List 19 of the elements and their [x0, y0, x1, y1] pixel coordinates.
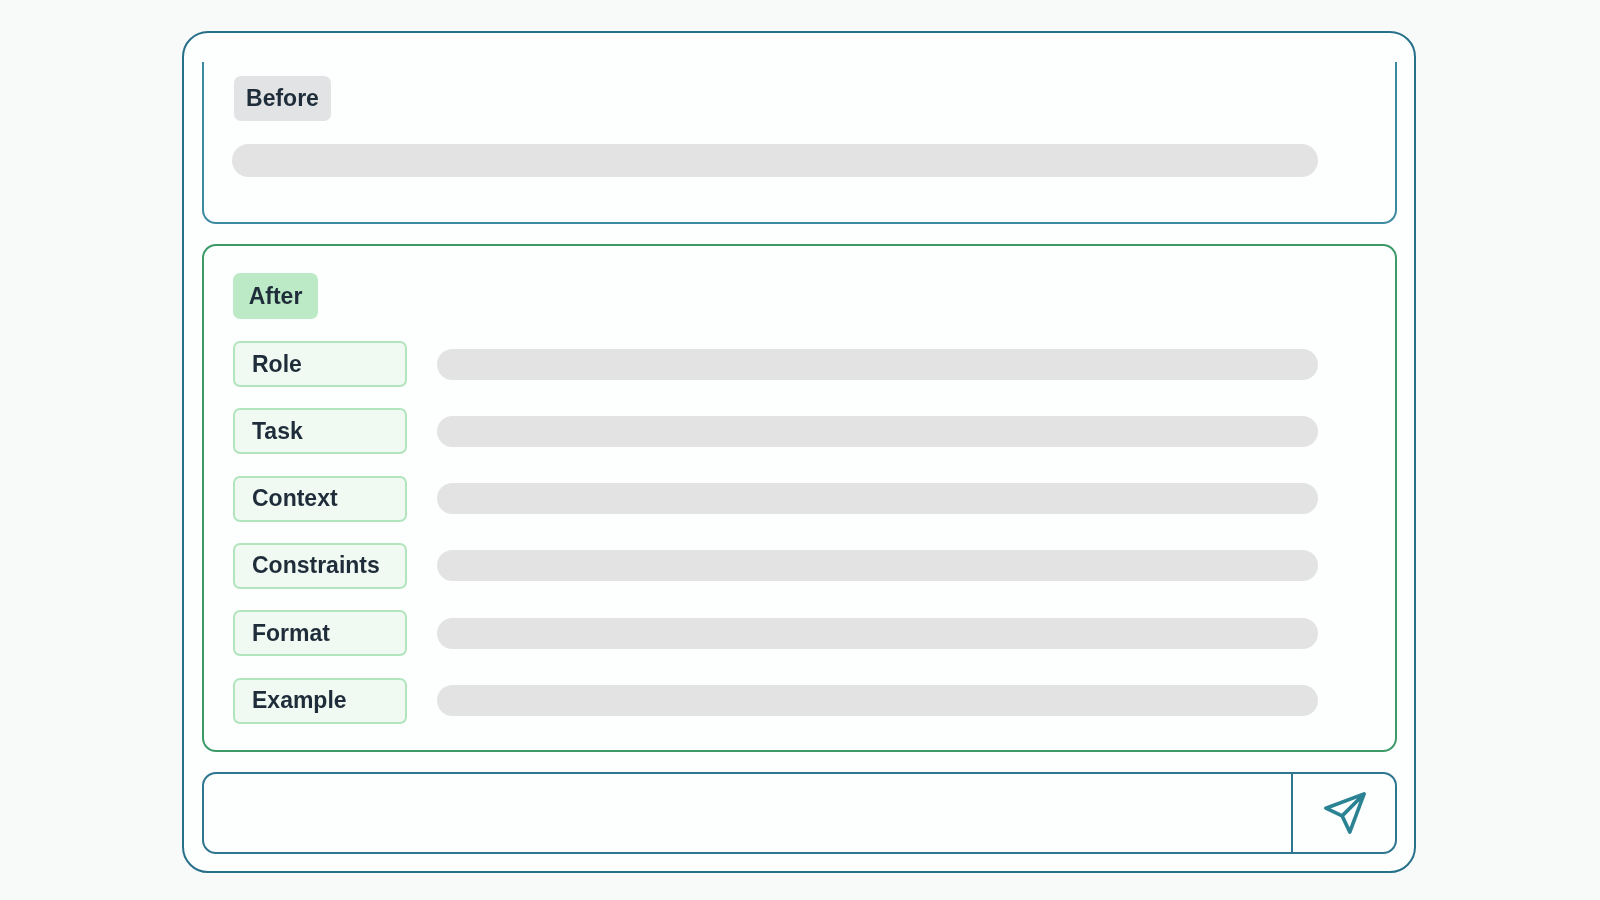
heading-tag: Before: [234, 76, 331, 121]
placeholder-bar: [437, 617, 1318, 649]
section-tag: Role: [233, 341, 407, 387]
prompt-panel: [202, 244, 1397, 752]
section-tag: Constraints: [233, 542, 407, 589]
placeholder-bar: [437, 550, 1318, 582]
section-tag: Context: [233, 475, 407, 522]
section-tag: Format: [233, 610, 407, 657]
app-frame: [182, 31, 1416, 873]
placeholder-bar: [437, 415, 1318, 447]
heading-tag: After: [233, 273, 318, 319]
section-tag: Example: [233, 677, 407, 724]
prompt-panel: [202, 62, 1397, 224]
message-input-field: [202, 772, 1397, 854]
placeholder-bar: [437, 483, 1318, 515]
placeholder-bar: [232, 144, 1318, 177]
placeholder-bar: [437, 685, 1318, 716]
section-tag: Task: [233, 408, 407, 455]
placeholder-bar: [437, 348, 1318, 380]
